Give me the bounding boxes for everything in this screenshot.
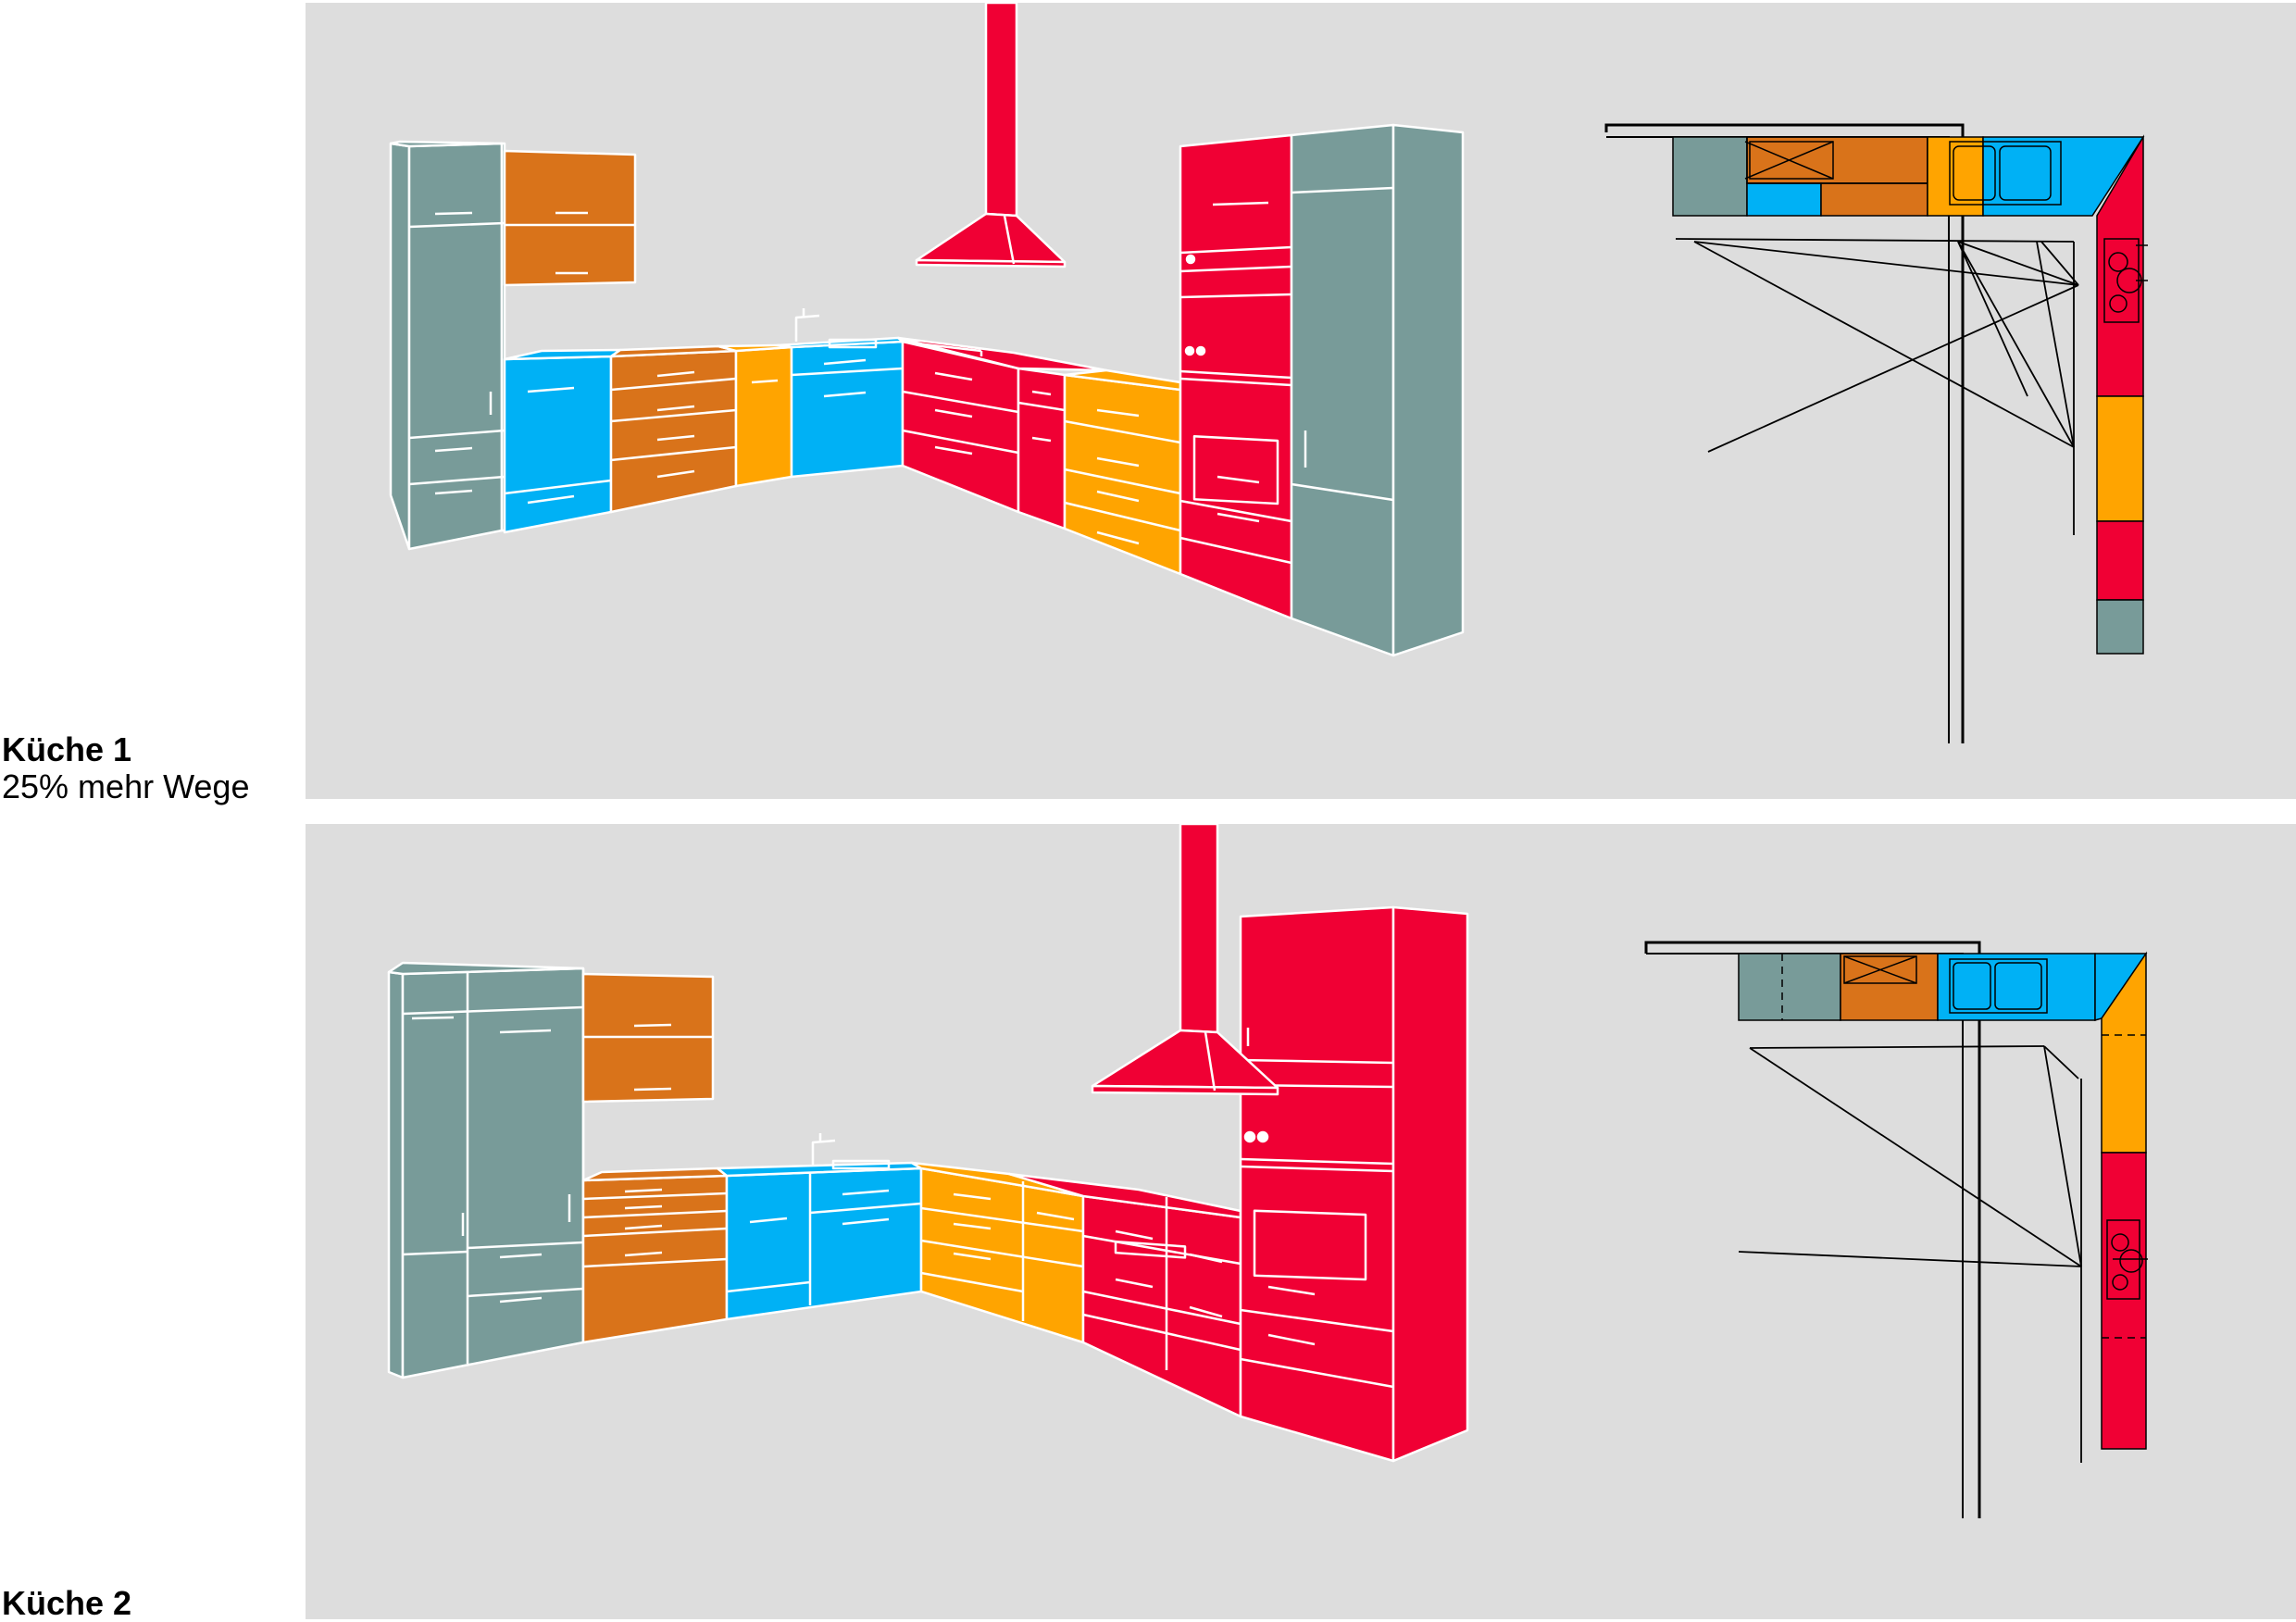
kitchen-1-drawing bbox=[389, 3, 2148, 743]
tall-oven-cabinet bbox=[1239, 905, 1469, 1463]
kitchen-1-panel bbox=[306, 3, 2296, 799]
kitchen-1-subtitle: 25% mehr Wege bbox=[2, 767, 250, 805]
base-cabinets-left bbox=[581, 1133, 923, 1344]
tall-fridge-cabinet bbox=[1290, 123, 1465, 657]
kitchen-2-label: Küche 2 bbox=[2, 1585, 131, 1622]
kitchen-1-label: Küche 1 25% mehr Wege bbox=[2, 731, 249, 805]
base-cabinets-right bbox=[910, 1161, 1242, 1418]
kitchen-2-title: Küche 2 bbox=[2, 1584, 132, 1622]
tall-cabinet-left bbox=[389, 140, 506, 551]
base-cabinets-right bbox=[896, 336, 1182, 576]
range-hood bbox=[1091, 824, 1279, 1096]
kitchen-2-panel bbox=[306, 824, 2296, 1619]
wall-cabinet-orange bbox=[503, 149, 637, 287]
range-hood bbox=[915, 3, 1067, 268]
wall-cabinet-orange bbox=[581, 972, 715, 1104]
floor-plan-1 bbox=[1604, 123, 2148, 743]
base-cabinets-left bbox=[503, 308, 905, 534]
kitchen-2-drawing bbox=[387, 824, 2148, 1518]
tall-oven-cabinet bbox=[1179, 133, 1293, 620]
floor-plan-2 bbox=[1644, 941, 2148, 1518]
tall-cabinets-left bbox=[387, 961, 585, 1379]
kitchen-1-title: Küche 1 bbox=[2, 730, 132, 768]
